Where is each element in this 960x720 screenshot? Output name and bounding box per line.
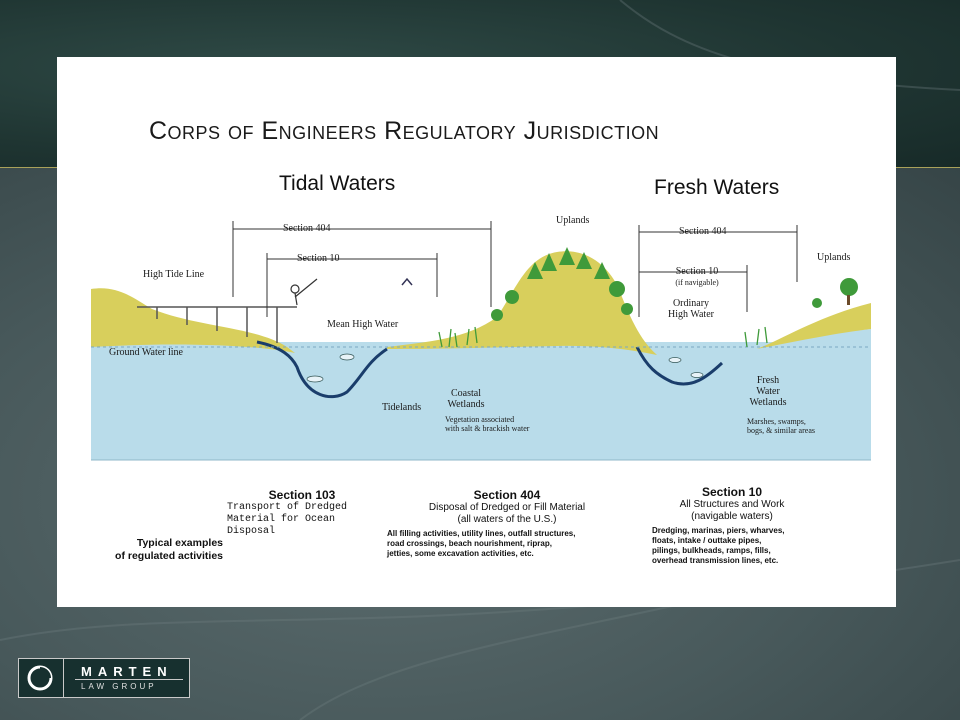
sky [91, 217, 871, 342]
coastal-vegetation [438, 326, 768, 348]
fresh-section-404-label: Section 404 [679, 226, 727, 237]
fresh-uplands-label: Uplands [817, 252, 851, 263]
marshes-note: Marshes, swamps, bogs, & similar areas [747, 417, 815, 435]
section-arrows [232, 221, 798, 317]
diagram-panel: Corps of Engineers Regulatory Jurisdicti… [57, 57, 896, 607]
fresh-waters-heading: Fresh Waters [654, 176, 780, 199]
slide-title: Corps of Engineers Regulatory Jurisdicti… [149, 117, 660, 145]
fisherman [290, 278, 318, 306]
section-10-heading: Section 10 [701, 485, 763, 499]
seabird [401, 277, 413, 286]
ordinary-high-water-label: Ordinary High Water [668, 298, 714, 320]
logo-circle-icon [27, 665, 53, 691]
tidal-section-404-label: Section 404 [283, 223, 331, 234]
vegetation-note: Vegetation associated with salt & bracki… [445, 415, 530, 433]
fish [306, 353, 704, 383]
fresh-water-wetlands-label: Fresh Water Wetlands [749, 375, 787, 408]
marten-logo: MARTEN LAW GROUP [18, 658, 190, 698]
section-10-block: Section 10 All Structures and Work (navi… [652, 485, 812, 566]
section-103-heading: Section 103 [268, 488, 336, 502]
tidal-section-10-label: Section 10 [297, 253, 340, 264]
logo-divider [63, 659, 64, 697]
fresh-section-10-label: Section 10 (if navigable) [675, 266, 719, 287]
upland-hill [387, 251, 657, 355]
water-region [91, 329, 871, 460]
mean-high-water-label: Mean High Water [327, 319, 399, 330]
section-404-block: Section 404 Disposal of Dredged or Fill … [387, 488, 627, 559]
tidal-shore-land [91, 288, 295, 353]
upland-trees [491, 247, 633, 321]
high-tide-line-label: High Tide Line [143, 269, 205, 280]
fresh-channel-bed [635, 346, 724, 386]
section-103-text: Transport of Dredged Material for Ocean … [227, 502, 348, 537]
tidelands-label: Tidelands [382, 402, 422, 413]
ground-water-line-label: Ground Water line [109, 347, 183, 358]
tidal-waters-heading: Tidal Waters [279, 172, 396, 195]
jurisdiction-diagram [91, 217, 871, 461]
pier [137, 306, 297, 343]
fresh-bank-land [757, 303, 871, 349]
logo-name: MARTEN [81, 664, 173, 679]
section-103-block: Section 103 Transport of Dredged Materia… [227, 488, 377, 538]
uplands-center-label: Uplands [556, 215, 590, 226]
fresh-trees [812, 278, 858, 308]
typical-examples-label: Typical examples of regulated activities [115, 537, 223, 562]
tidal-channel-bed [256, 340, 388, 399]
logo-subtitle: LAW GROUP [81, 682, 157, 691]
section-404-heading: Section 404 [473, 488, 541, 502]
logo-rule [75, 679, 183, 680]
coastal-wetlands-label: Coastal Wetlands [447, 388, 485, 410]
